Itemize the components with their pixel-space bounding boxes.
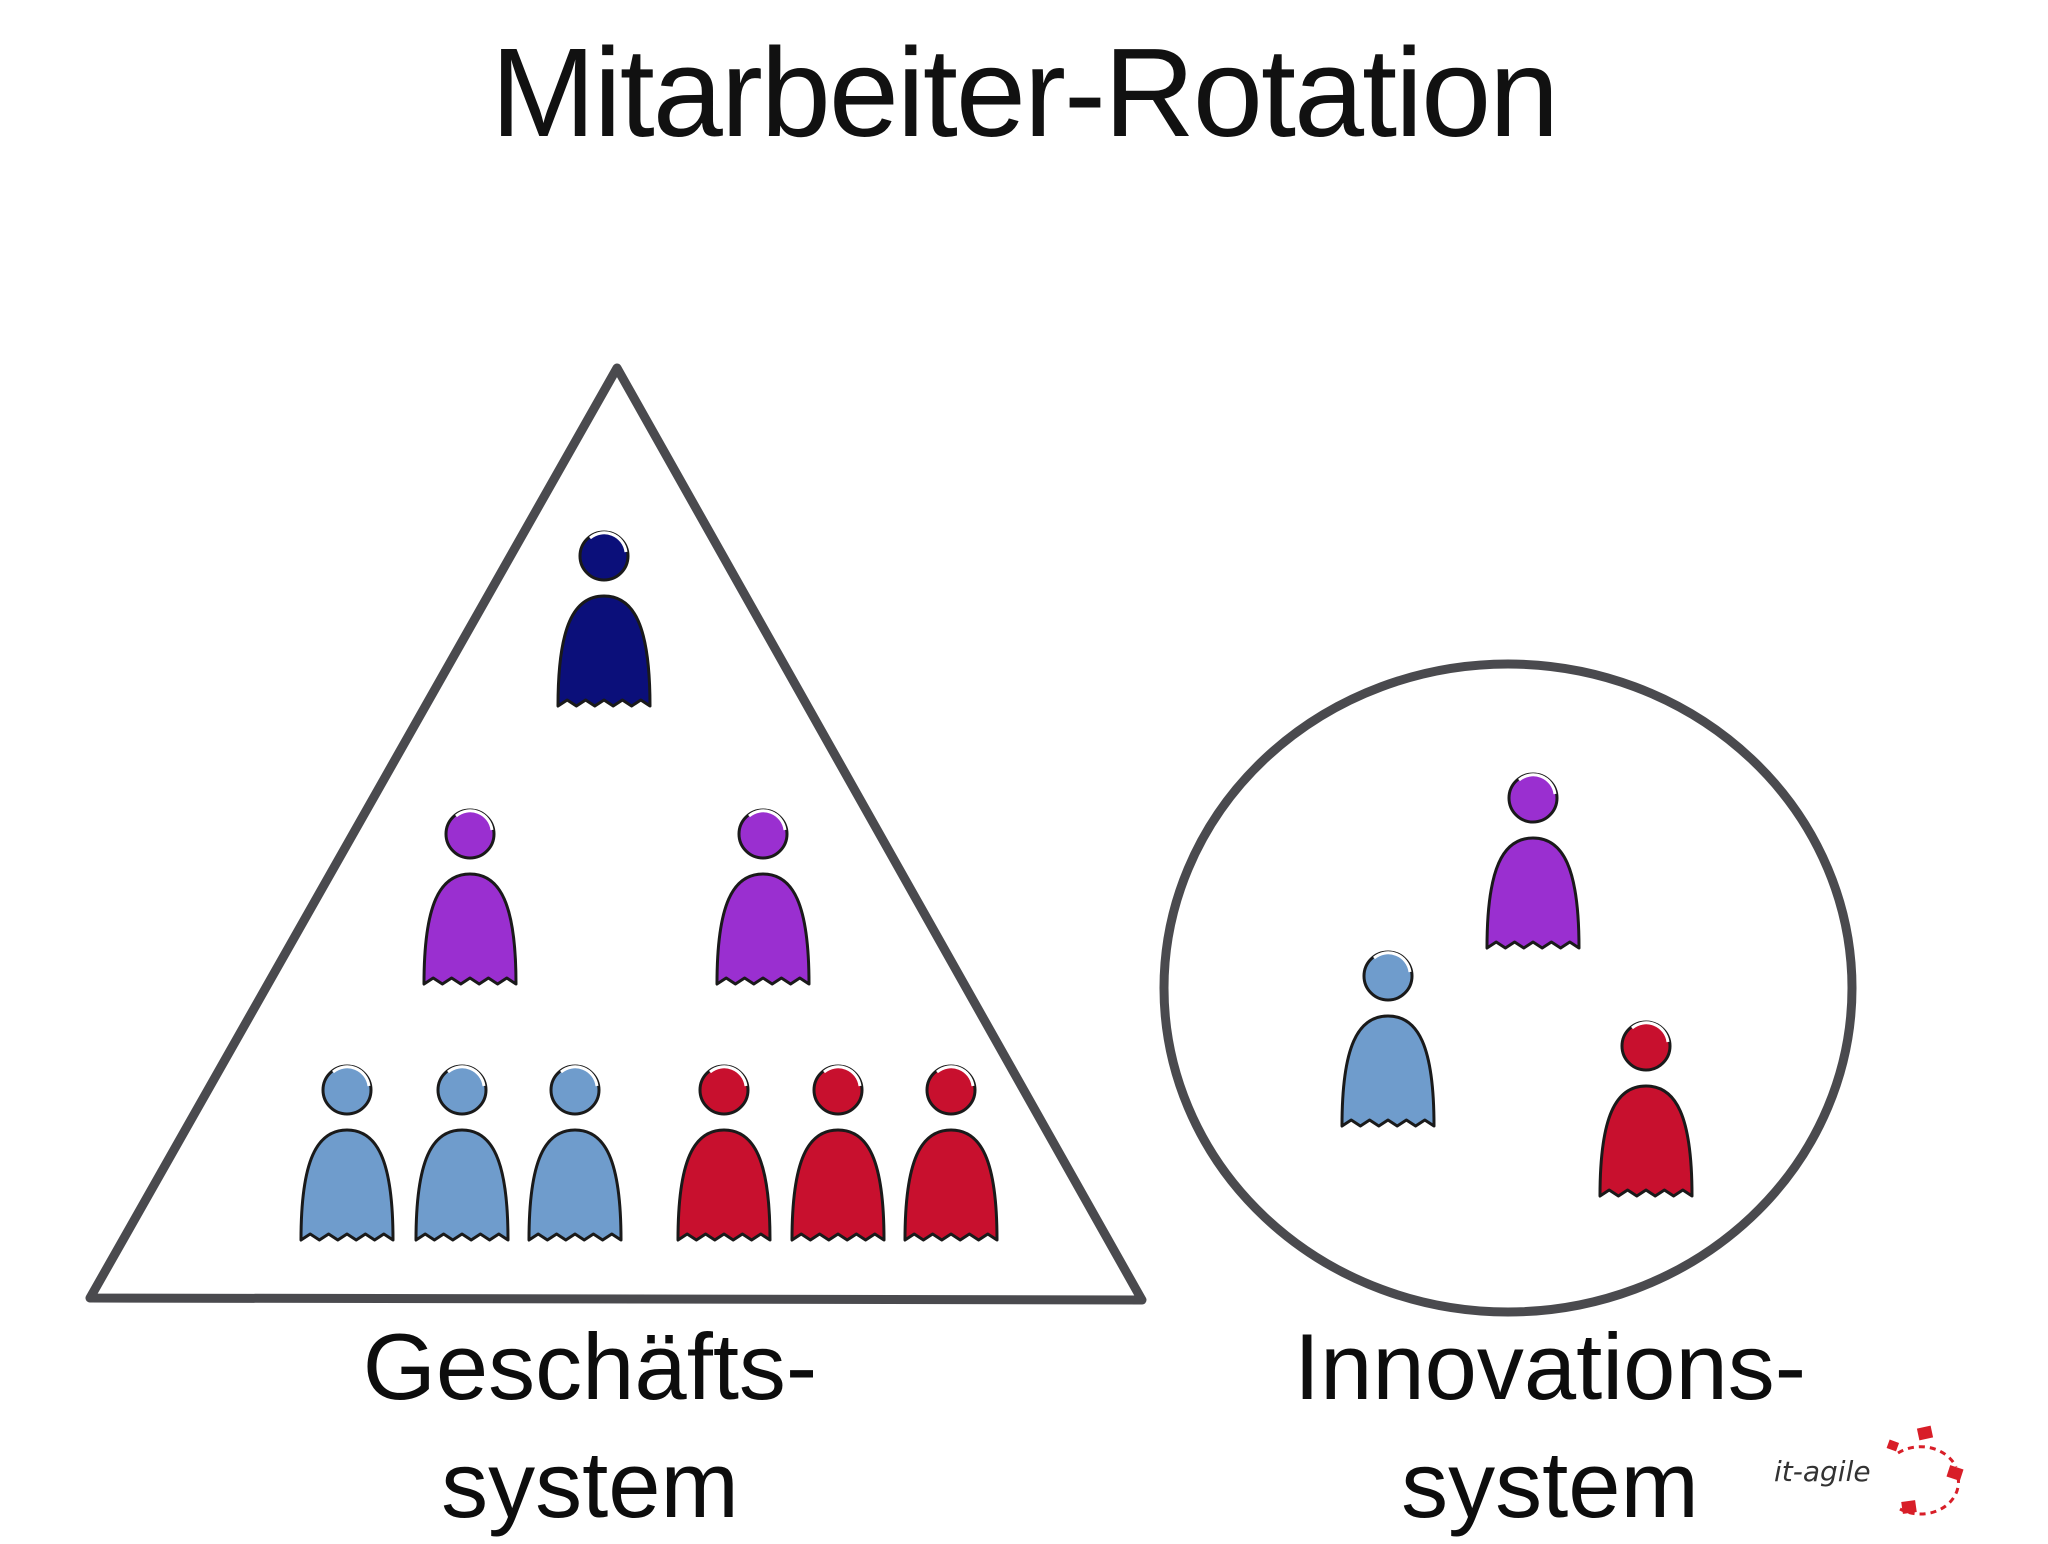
innovation-system-label-line2: system <box>1401 1432 1699 1537</box>
person-body <box>414 1128 510 1242</box>
innovation-system-person <box>1598 1020 1694 1198</box>
business-system-label-line1: Geschäfts- <box>362 1314 818 1419</box>
business-system-person-base <box>299 1064 395 1242</box>
business-system-person-base <box>903 1064 999 1242</box>
person-body <box>1485 836 1581 950</box>
innovation-system-person <box>1340 950 1436 1128</box>
business-system-person-middle <box>715 808 811 986</box>
innovation-system-label: Innovations- system <box>1250 1308 1850 1544</box>
it-agile-logo: it-agile <box>1774 1425 1964 1516</box>
business-system-person-middle <box>422 808 518 986</box>
business-system-people <box>299 530 999 1242</box>
person-body <box>527 1128 623 1242</box>
business-system-person-top <box>556 530 652 708</box>
innovation-system-circle-group <box>1159 659 1857 1317</box>
person-body <box>715 872 811 986</box>
business-system-person-base <box>414 1064 510 1242</box>
business-system-label-line2: system <box>441 1432 739 1537</box>
person-body <box>422 872 518 986</box>
slide-title: Mitarbeiter-Rotation <box>490 22 1559 163</box>
innovation-system-person <box>1485 772 1581 950</box>
person-body <box>790 1128 886 1242</box>
business-system-person-base <box>676 1064 772 1242</box>
person-body <box>903 1128 999 1242</box>
business-system-person-base <box>790 1064 886 1242</box>
innovation-system-circle <box>1159 659 1857 1317</box>
person-body <box>1340 1014 1436 1128</box>
innovation-system-people <box>1340 772 1694 1198</box>
person-body <box>1598 1084 1694 1198</box>
innovation-system-label-line1: Innovations- <box>1293 1314 1807 1419</box>
person-body <box>556 594 652 708</box>
person-body <box>299 1128 395 1242</box>
logo-text: it-agile <box>1774 1455 1871 1488</box>
logo-mark-icon <box>1886 1425 1964 1516</box>
business-system-label: Geschäfts- system <box>280 1308 900 1544</box>
person-body <box>676 1128 772 1242</box>
business-system-person-base <box>527 1064 623 1242</box>
